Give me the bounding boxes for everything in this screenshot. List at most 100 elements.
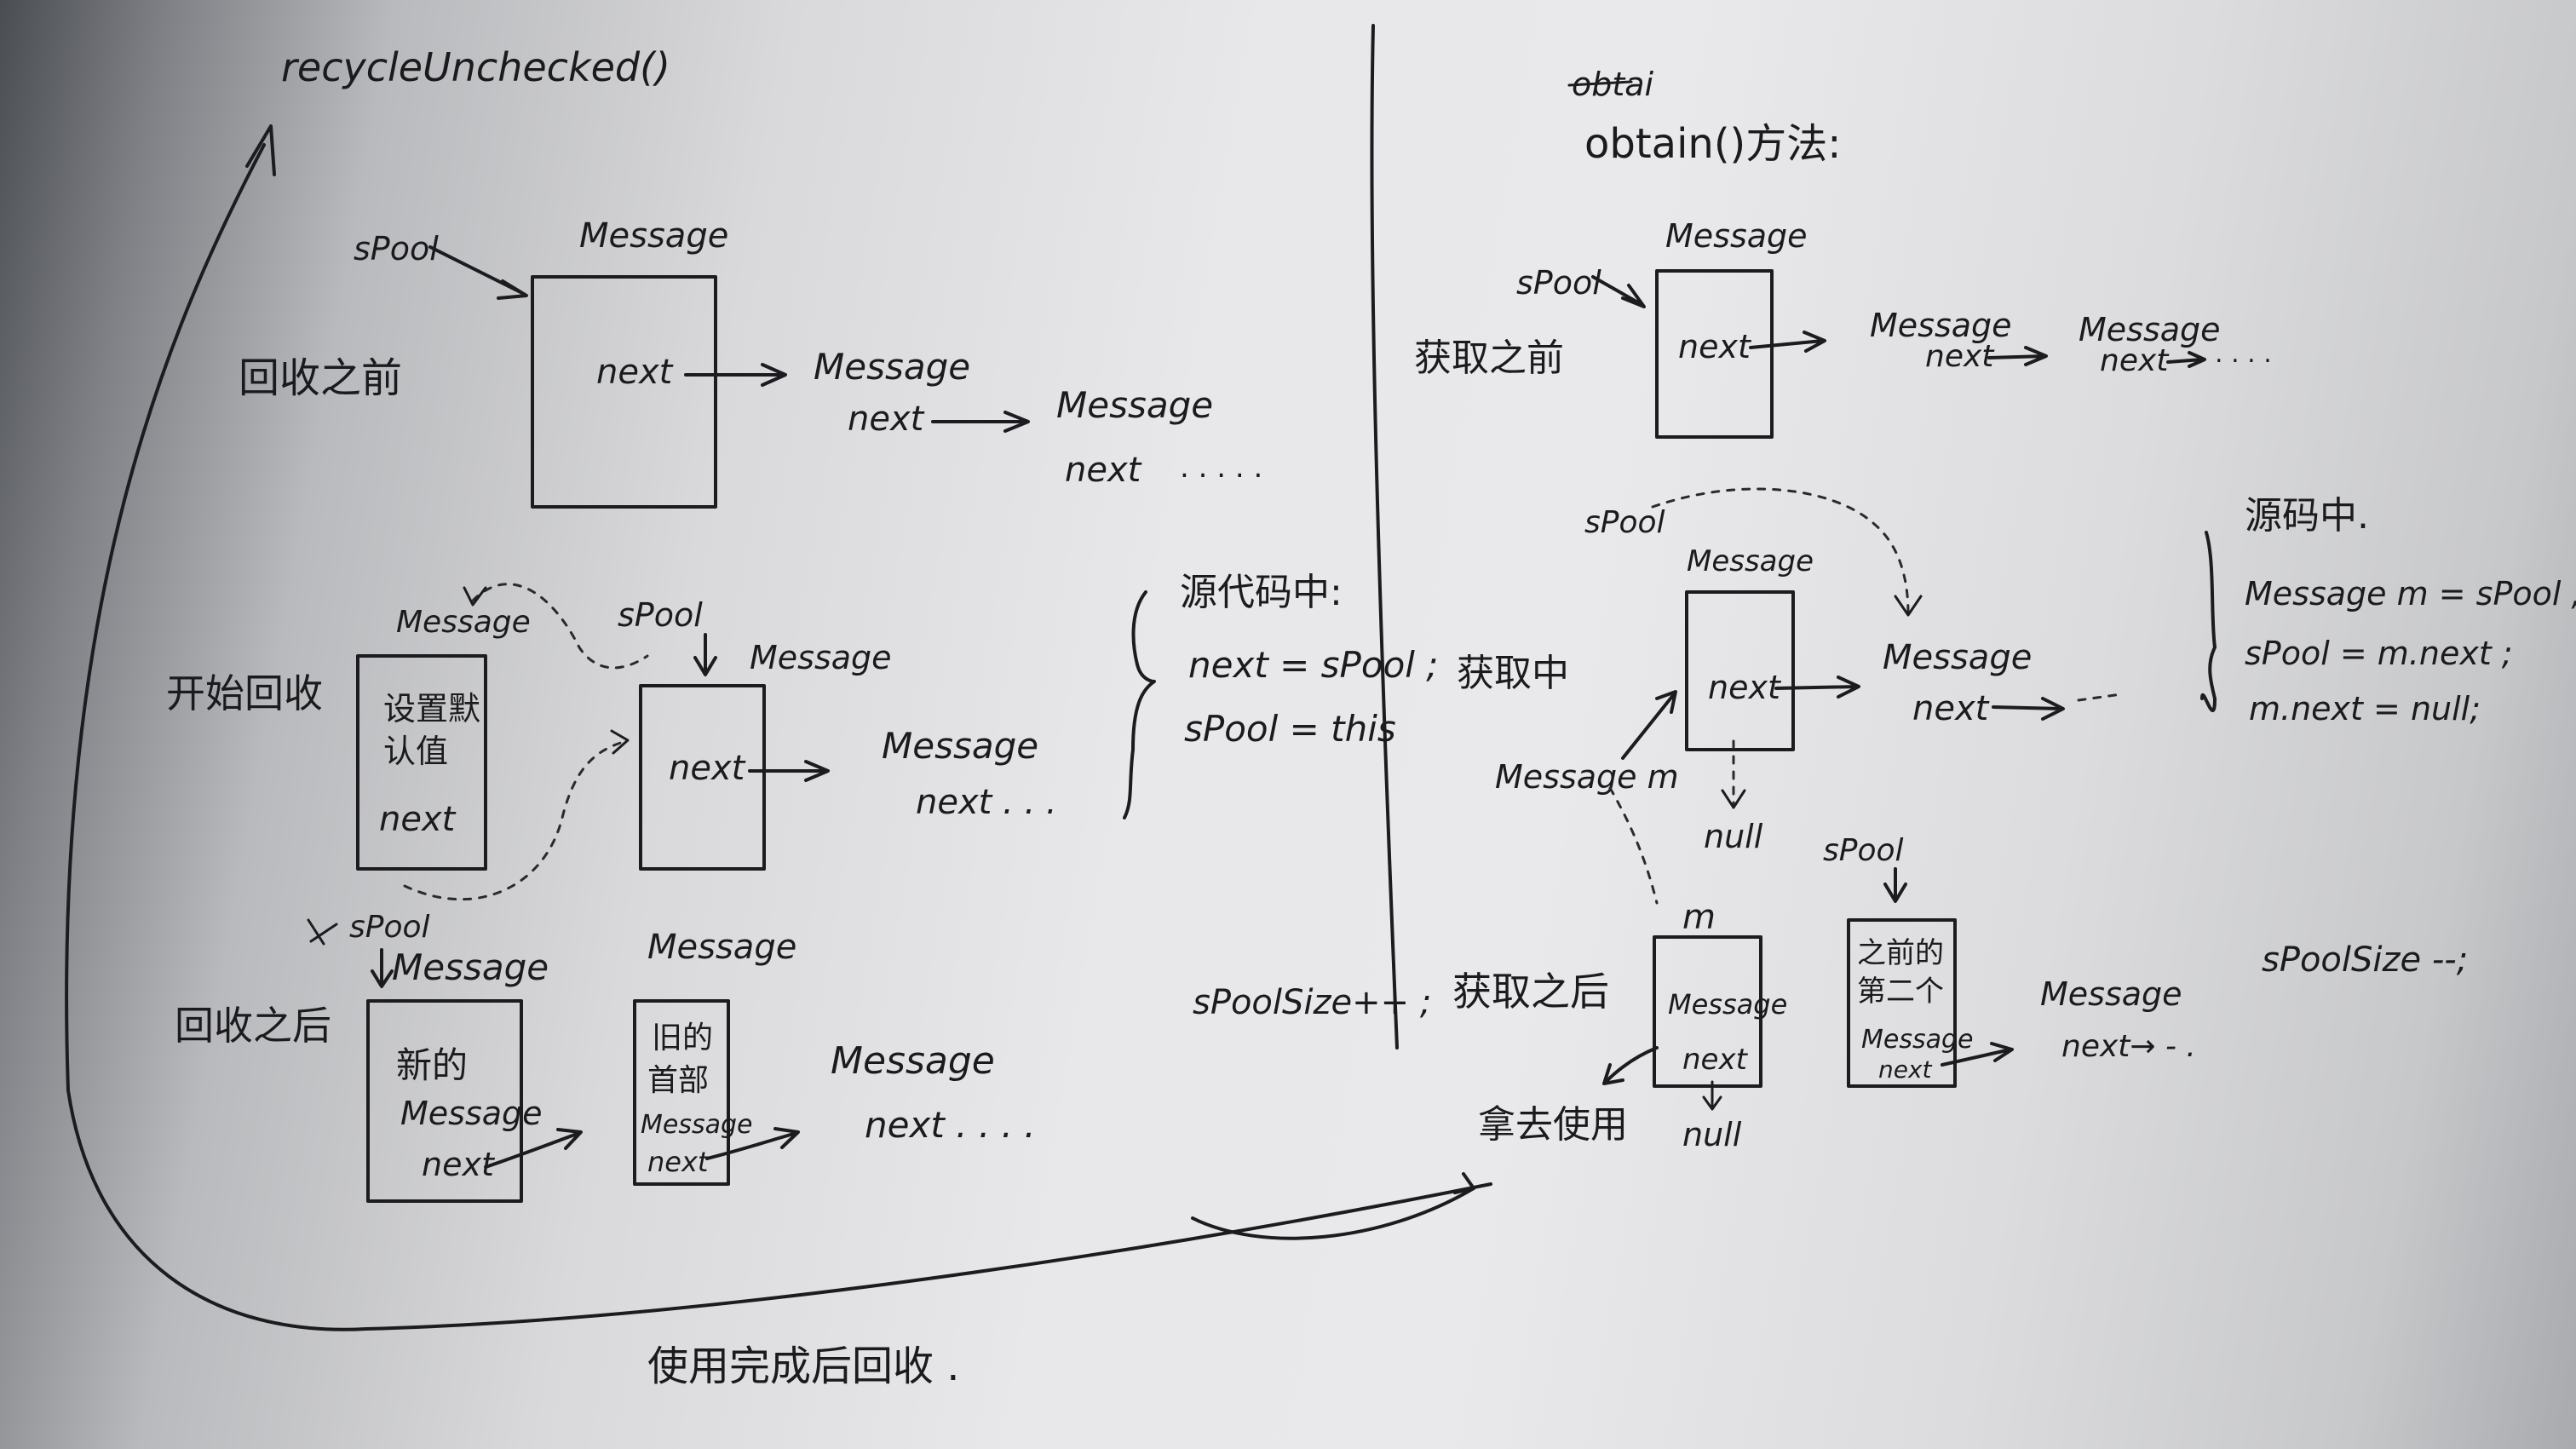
code-pool-size-dec: sPoolSize --; bbox=[2262, 940, 2468, 980]
code-line-3: m.next = null; bbox=[2249, 690, 2481, 727]
message-second-box bbox=[1847, 918, 1957, 1088]
title-recycle-unchecked: recycleUnchecked() bbox=[281, 44, 670, 90]
take-to-use-label: 拿去使用 bbox=[1478, 1103, 1628, 1147]
chain-next-1: next bbox=[1925, 339, 1995, 374]
message-box bbox=[531, 275, 717, 509]
next-arrow bbox=[1941, 1042, 2014, 1067]
left-after-section: 回收之后 sPool Message 新的 Message next Messa… bbox=[175, 910, 1431, 1203]
chain-message: Message bbox=[831, 1039, 995, 1083]
spool-strike-mark bbox=[307, 918, 338, 946]
message-box bbox=[1655, 269, 1774, 439]
message-b-box bbox=[633, 999, 730, 1186]
strikethrough-line bbox=[1567, 80, 1633, 87]
title-obtain-method: obtain()方法: bbox=[1584, 120, 1841, 168]
code-line-2: sPool = this bbox=[1184, 708, 1396, 750]
spool-dashed-head bbox=[1894, 595, 1923, 617]
message-box bbox=[1685, 590, 1795, 751]
message-header: Message bbox=[1687, 544, 1814, 578]
m-dashed-down bbox=[1608, 786, 1659, 905]
code-line-1: Message m = sPool ; bbox=[2245, 575, 2576, 612]
message-b-header: Message bbox=[750, 639, 892, 676]
chain-arrow bbox=[1992, 697, 2065, 721]
message-second-line3: Message bbox=[1861, 1025, 1973, 1055]
message-a-line2: 认值 bbox=[383, 733, 448, 770]
code-title: 源码中. bbox=[2245, 494, 2369, 538]
spool-down-arrow bbox=[371, 948, 394, 988]
chain-dots: . . . . . bbox=[1180, 451, 1262, 485]
spool-label: sPool bbox=[349, 910, 430, 945]
take-arrow bbox=[1602, 1046, 1659, 1085]
next-arrow bbox=[684, 363, 787, 387]
message-header: Message bbox=[1665, 217, 1808, 255]
chain-message-1: Message bbox=[1870, 307, 2012, 344]
loop-arrow-head bbox=[245, 124, 276, 176]
chain-next: next . . . bbox=[916, 783, 1057, 822]
title-obtain: obtai obtain()方法: bbox=[1567, 66, 1841, 168]
to-null-arrow bbox=[1702, 1080, 1722, 1111]
chain-message-2: Message bbox=[1056, 384, 1213, 426]
message-box-next: next bbox=[1708, 669, 1782, 706]
message-header: Message bbox=[579, 216, 728, 256]
message-a-header: Message bbox=[396, 605, 531, 640]
spool-down-arrow bbox=[693, 633, 717, 676]
message-m-box bbox=[1653, 935, 1762, 1088]
label-before-recycle: 回收之前 bbox=[239, 354, 402, 402]
message-m-line1: Message bbox=[1668, 988, 1787, 1021]
message-b-line3: Message bbox=[641, 1110, 752, 1140]
chain-message: Message bbox=[2040, 975, 2182, 1013]
spool-down-arrow bbox=[1883, 867, 1907, 903]
spool-label: sPool bbox=[1823, 833, 1904, 868]
message-b-box bbox=[639, 684, 766, 871]
dashed-curve-top-head bbox=[463, 586, 487, 607]
left-start-section: 开始回收 Message 设置默 认值 next sPool Message n… bbox=[166, 571, 1438, 901]
message-b-next: next bbox=[669, 749, 746, 788]
right-during-section: 获取中 sPool Message next Message next null… bbox=[1457, 487, 2576, 905]
message-box-next: next bbox=[596, 353, 674, 392]
code-line-1: next = sPool ; bbox=[1188, 644, 1438, 686]
message-a-line2: Message bbox=[400, 1095, 543, 1132]
message-a-header: Message bbox=[392, 946, 549, 988]
next-arrow-a bbox=[484, 1128, 583, 1169]
chain-dots-dashed bbox=[2077, 693, 2123, 702]
code-title: 源代码中: bbox=[1180, 571, 1343, 614]
message-m-line2: next bbox=[1682, 1043, 1749, 1077]
chain-arrow-1 bbox=[931, 411, 1030, 433]
right-after-section: 获取之后 m Message next null 拿去使用 sPool 之前的 … bbox=[1452, 833, 2468, 1153]
chain-dots: . . . . bbox=[2215, 339, 2272, 369]
chain-message: Message bbox=[882, 725, 1038, 767]
bottom-label-recycle-after-use: 使用完成后回收 . bbox=[647, 1343, 960, 1390]
message-box-next: next bbox=[1678, 328, 1752, 365]
code-brace bbox=[2200, 531, 2217, 713]
label-before-obtain: 获取之前 bbox=[1414, 336, 1564, 380]
chain-next-2: next bbox=[1065, 451, 1142, 490]
dashed-curve-bottom-head bbox=[610, 729, 630, 755]
label-during-obtain: 获取中 bbox=[1457, 652, 1569, 695]
m-label: m bbox=[1682, 898, 1716, 937]
spool-arrow bbox=[1591, 275, 1646, 308]
chain-next: next bbox=[1912, 689, 1990, 728]
spool-arrow bbox=[428, 245, 528, 300]
chain-arrow-1 bbox=[1987, 346, 2048, 366]
code-line-2: sPool = m.next ; bbox=[2245, 635, 2513, 672]
code-brace bbox=[1123, 590, 1156, 819]
next-arrow-b bbox=[705, 1127, 800, 1160]
loop-arrow bbox=[65, 143, 1492, 1331]
right-before-section: 获取之前 sPool Message next Message next Mes… bbox=[1414, 217, 2272, 439]
null-label: null bbox=[1682, 1116, 1742, 1153]
message-b-next: next bbox=[647, 1146, 710, 1178]
message-second-line1: 之前的 bbox=[1857, 936, 1944, 970]
m-arrow bbox=[1621, 690, 1677, 760]
chain-next-2: next bbox=[2100, 343, 2170, 378]
null-label: null bbox=[1704, 818, 1763, 855]
spool-label: sPool bbox=[354, 230, 439, 267]
spool-label: sPool bbox=[1584, 505, 1665, 540]
message-b-header: Message bbox=[647, 928, 796, 967]
chain-message: Message bbox=[1883, 638, 2032, 677]
spool-dashed-curve bbox=[1651, 487, 1910, 615]
code-pool-size-inc: sPoolSize++ ; bbox=[1193, 983, 1431, 1022]
chain-next: next . . . . bbox=[865, 1104, 1036, 1146]
dashed-to-null-head bbox=[1721, 789, 1746, 809]
next-arrow bbox=[1774, 676, 1860, 699]
